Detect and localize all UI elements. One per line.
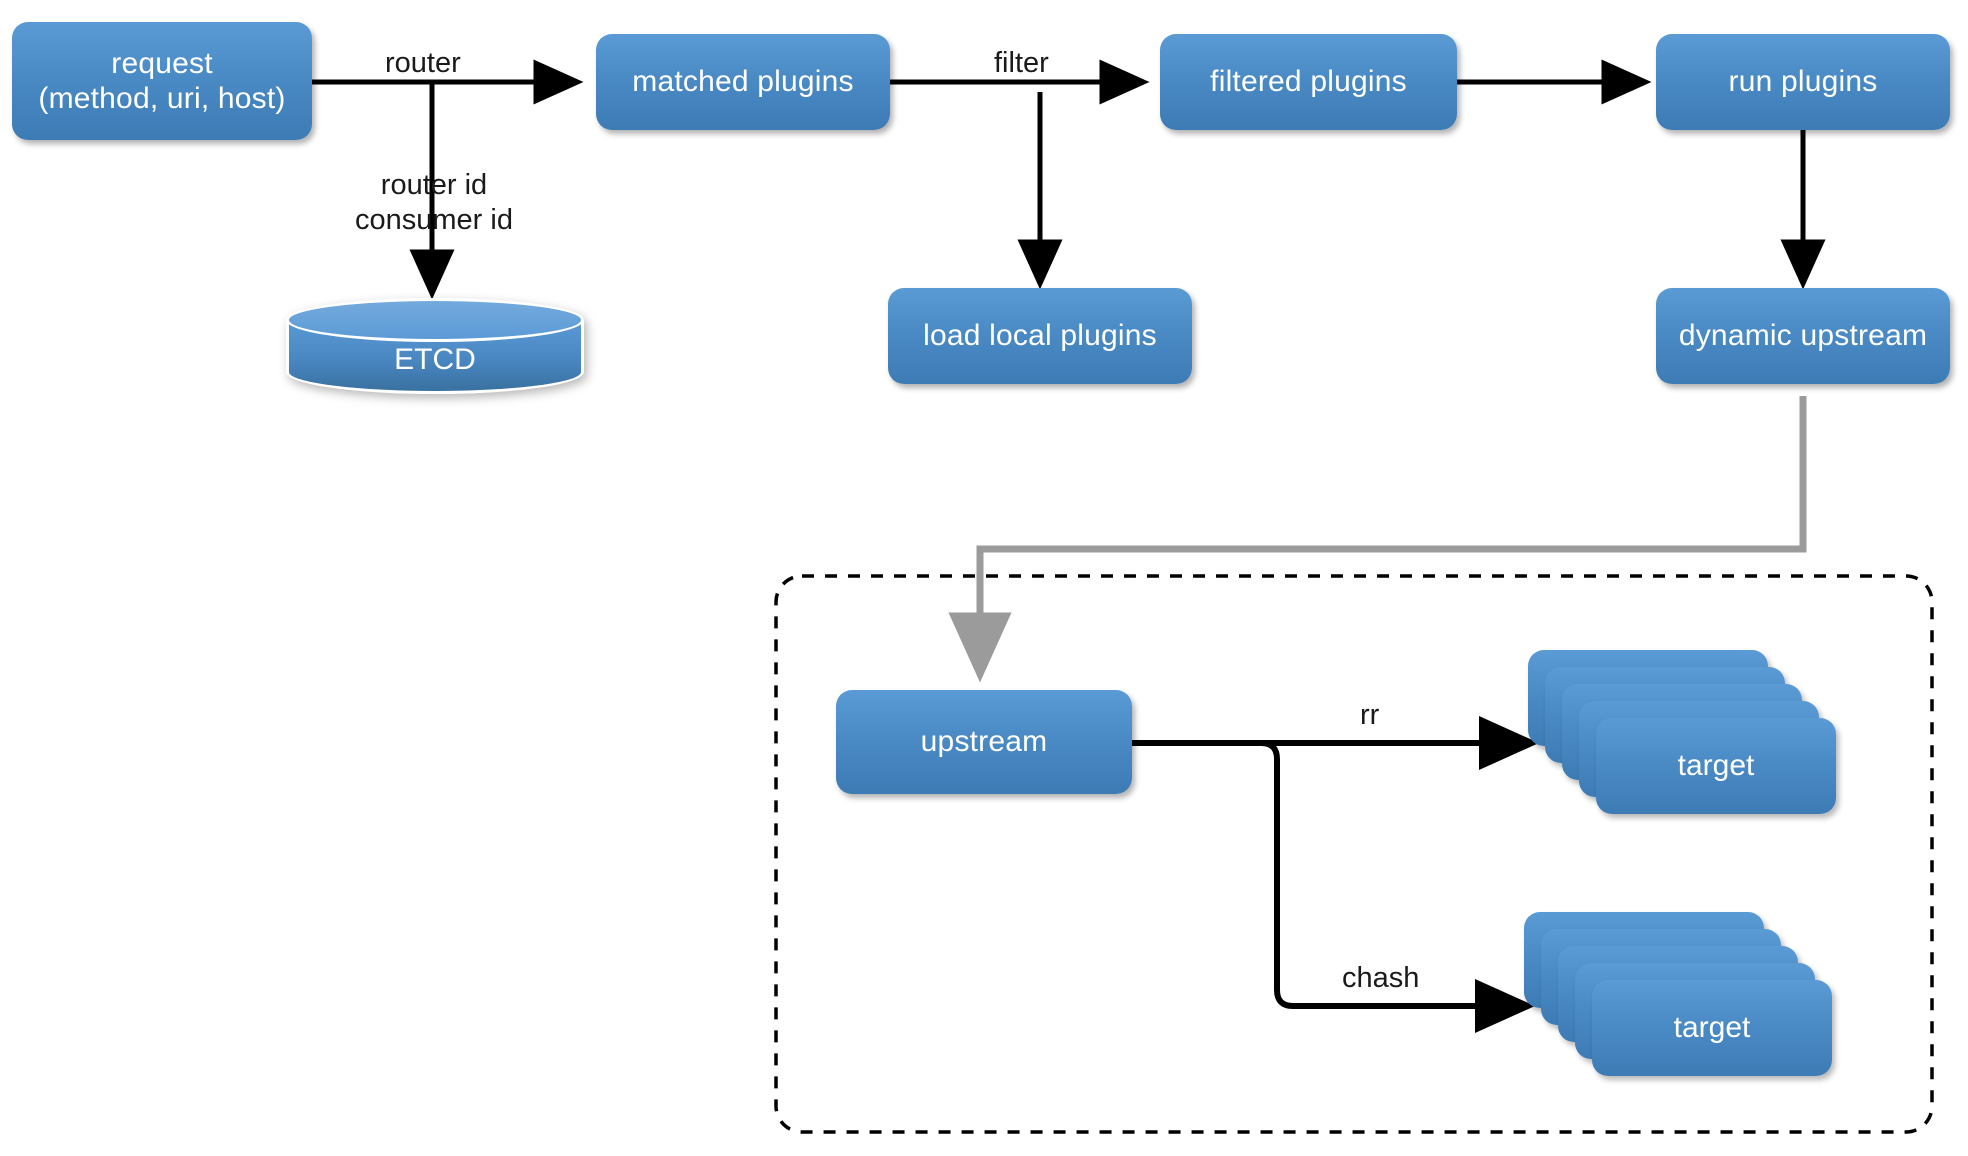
node-etcd[interactable]: ETCD: [286, 298, 584, 406]
node-run-plugins[interactable]: run plugins: [1656, 34, 1950, 130]
node-filtered-plugins-label: filtered plugins: [1210, 65, 1407, 99]
target-rr-layer-1: target: [1596, 718, 1836, 814]
node-matched-plugins[interactable]: matched plugins: [596, 34, 890, 130]
edge-label-rr: rr: [1360, 698, 1379, 733]
node-load-local-plugins[interactable]: load local plugins: [888, 288, 1192, 384]
edge-label-router-text: router: [385, 47, 461, 79]
node-etcd-label: ETCD: [394, 343, 476, 376]
edge-label-rr-text: rr: [1360, 699, 1380, 731]
node-load-local-plugins-label: load local plugins: [923, 319, 1157, 353]
node-filtered-plugins[interactable]: filtered plugins: [1160, 34, 1457, 130]
node-dynamic-upstream-label: dynamic upstream: [1678, 319, 1928, 353]
node-request-line2: (method, uri, host): [38, 82, 286, 115]
node-upstream[interactable]: upstream: [836, 690, 1132, 794]
node-request[interactable]: request (method, uri, host): [12, 22, 312, 140]
node-dynamic-upstream[interactable]: dynamic upstream: [1656, 288, 1950, 384]
node-run-plugins-label: run plugins: [1728, 65, 1878, 99]
node-target-chash-label: target: [1673, 1011, 1751, 1044]
node-request-line1: request: [111, 46, 213, 80]
edge-upstream-to-target-chash: [1132, 740, 1535, 1033]
edge-label-router: router: [385, 46, 461, 81]
edge-label-router-id-text: router id: [380, 169, 488, 201]
edge-label-chash: chash: [1342, 961, 1419, 996]
edge-label-filter-text: filter: [994, 47, 1049, 79]
etcd-cylinder-top: [286, 298, 584, 342]
edge-label-filter: filter: [994, 46, 1049, 81]
edge-label-router-consumer-id: router id consumer id: [344, 168, 524, 238]
target-chash-layer-1: target: [1592, 980, 1832, 1076]
node-matched-plugins-label: matched plugins: [632, 65, 854, 99]
node-target-rr[interactable]: target: [1528, 650, 1898, 840]
edge-label-consumer-id-text: consumer id: [355, 203, 513, 236]
edge-label-chash-text: chash: [1342, 962, 1420, 994]
node-target-rr-label: target: [1677, 749, 1755, 782]
node-upstream-label: upstream: [920, 725, 1048, 759]
edge-dynamic-to-upstream: [948, 396, 1807, 683]
node-target-chash[interactable]: target: [1524, 912, 1894, 1102]
